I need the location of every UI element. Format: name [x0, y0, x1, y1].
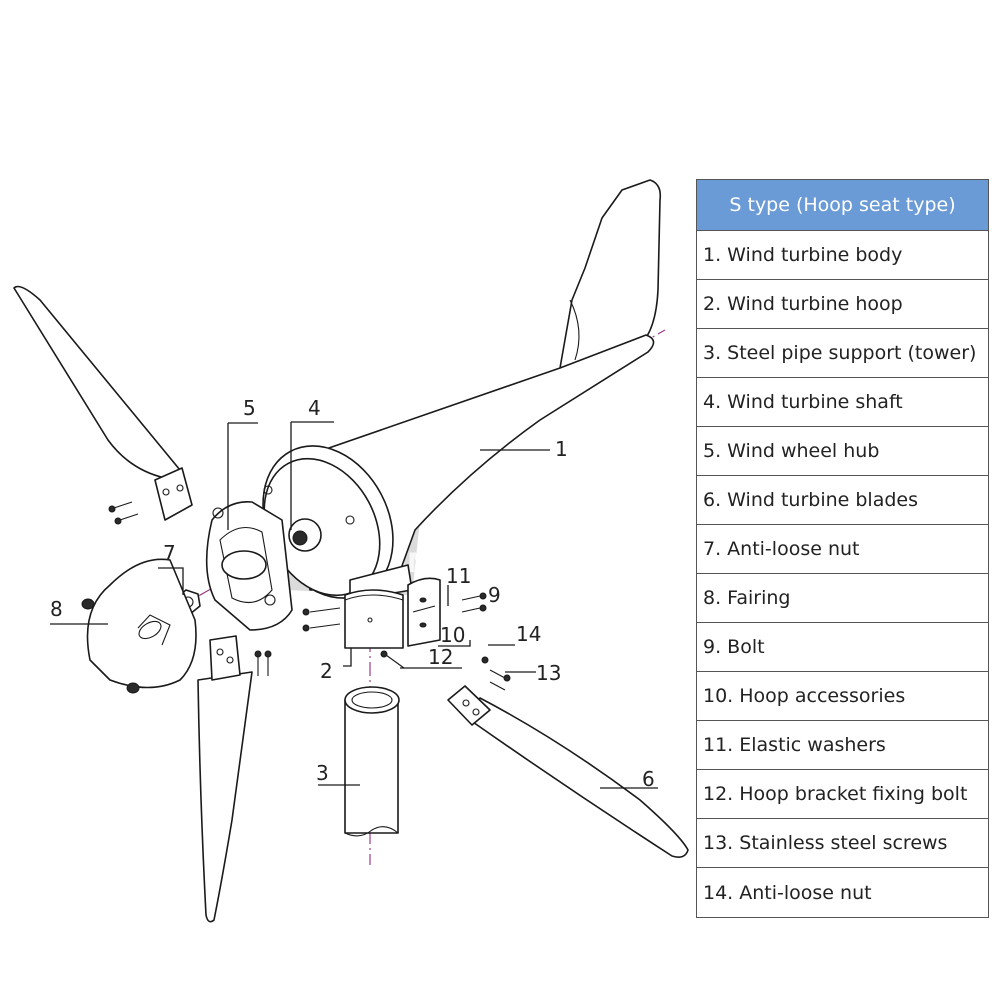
leader-lines — [50, 421, 658, 789]
legend-item: 12. Hoop bracket fixing bolt — [697, 770, 988, 819]
legend-item: 13. Stainless steel screws — [697, 819, 988, 868]
legend-item: 5. Wind wheel hub — [697, 427, 988, 476]
callout-7: 7 — [163, 541, 176, 565]
legend-item: 9. Bolt — [697, 623, 988, 672]
turbine-blades — [13, 285, 689, 923]
turbine-hoop — [344, 589, 404, 649]
legend-item: 14. Anti-loose nut — [703, 881, 872, 904]
legend-item: 8. Fairing — [697, 574, 988, 623]
callout-3: 3 — [316, 761, 329, 785]
legend-item: 1. Wind turbine body — [697, 231, 988, 280]
callout-numbers: 1 2 3 4 5 6 7 8 9 10 11 12 13 14 — [50, 396, 655, 791]
legend-item: 11. Elastic washers — [697, 721, 988, 770]
callout-12: 12 — [428, 645, 453, 669]
callout-1: 1 — [555, 437, 568, 461]
legend-item: 6. Wind turbine blades — [697, 476, 988, 525]
bolts-and-screws — [108, 501, 511, 691]
callout-10: 10 — [440, 623, 465, 647]
parts-legend-table: S type (Hoop seat type) 1. Wind turbine … — [696, 179, 989, 918]
callout-5: 5 — [243, 396, 256, 420]
legend-item: 3. Steel pipe support (tower) — [697, 329, 988, 378]
wind-wheel-hub — [205, 501, 293, 631]
steel-pipe-tower — [344, 686, 400, 837]
callout-6: 6 — [642, 767, 655, 791]
callout-14: 14 — [516, 622, 541, 646]
callout-2: 2 — [320, 659, 333, 683]
fairing — [81, 558, 197, 694]
callout-4: 4 — [308, 396, 321, 420]
callout-8: 8 — [50, 597, 63, 621]
legend-item: 10. Hoop accessories — [697, 672, 988, 721]
callout-13: 13 — [536, 661, 561, 685]
callout-11: 11 — [446, 564, 471, 588]
turbine-body — [262, 179, 662, 601]
legend-item: 4. Wind turbine shaft — [697, 378, 988, 427]
legend-title: S type (Hoop seat type) — [697, 180, 988, 231]
legend-item: 7. Anti-loose nut — [697, 525, 988, 574]
hoop-accessories — [407, 577, 441, 647]
legend-item: 2. Wind turbine hoop — [697, 280, 988, 329]
callout-9: 9 — [488, 583, 501, 607]
